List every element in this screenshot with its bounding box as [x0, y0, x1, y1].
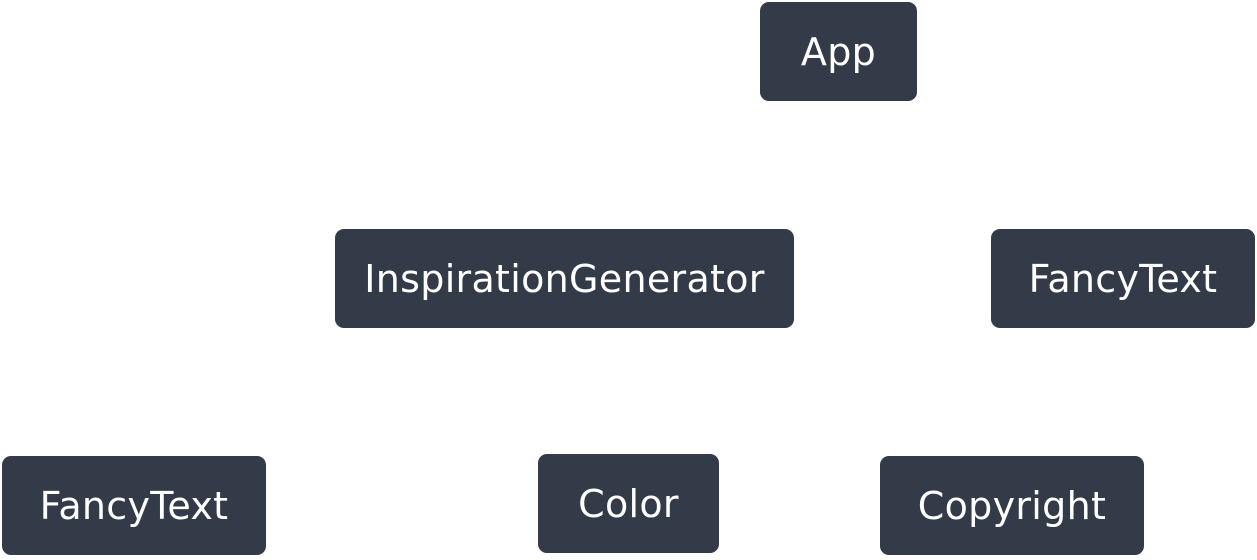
node-label: App [800, 29, 877, 74]
node-fancy-text: FancyText [2, 456, 266, 555]
node-color: Color [538, 454, 719, 553]
node-inspiration-generator: InspirationGenerator [335, 229, 794, 328]
node-label: FancyText [39, 483, 229, 528]
node-copyright: Copyright [880, 456, 1144, 555]
node-fancy-text: FancyText [991, 229, 1255, 328]
node-label: Color [578, 481, 679, 526]
node-app: App [760, 2, 917, 101]
node-label: Copyright [917, 483, 1107, 528]
node-label: InspirationGenerator [364, 256, 765, 301]
node-label: FancyText [1028, 256, 1218, 301]
